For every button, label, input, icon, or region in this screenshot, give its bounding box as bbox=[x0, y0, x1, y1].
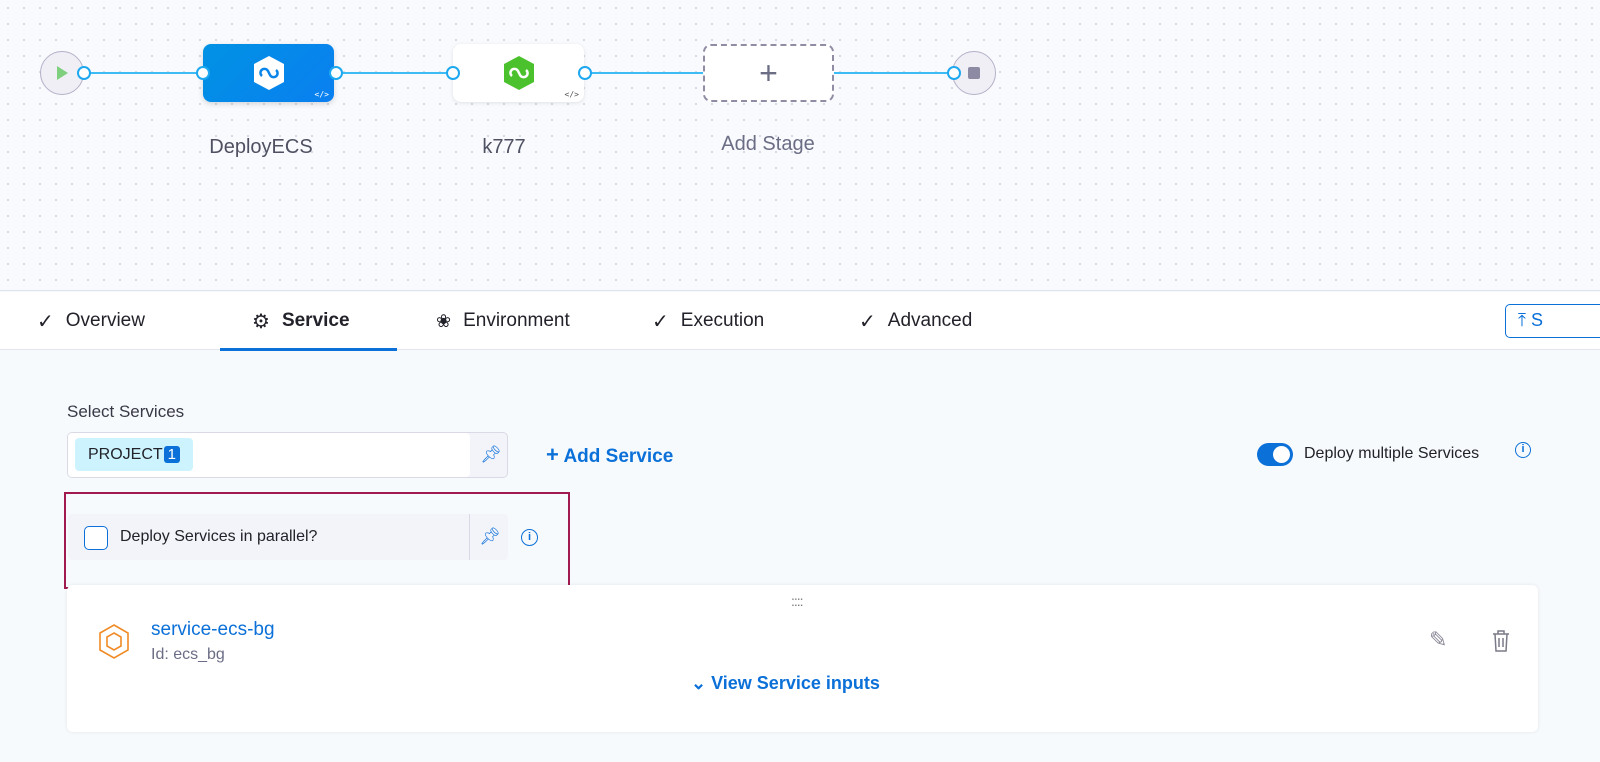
tab-execution[interactable]: ✓ Execution bbox=[652, 292, 764, 350]
button-label: Add Service bbox=[563, 446, 674, 467]
pin-icon[interactable]: 📌︎ bbox=[479, 527, 501, 546]
parallel-checkbox[interactable] bbox=[84, 526, 108, 550]
trash-icon[interactable] bbox=[1491, 629, 1511, 653]
tab-label: Overview bbox=[65, 310, 145, 331]
ecs-stage-icon bbox=[253, 56, 284, 90]
ecs-service-icon bbox=[99, 624, 129, 659]
info-icon[interactable]: i bbox=[521, 529, 538, 546]
add-service-button[interactable]: + Add Service bbox=[546, 442, 673, 468]
yaml-code-icon: </> bbox=[564, 90, 579, 99]
tab-label: Execution bbox=[680, 310, 765, 331]
parallel-label: Deploy Services in parallel? bbox=[120, 528, 318, 545]
add-stage-button[interactable]: + bbox=[703, 44, 834, 102]
port bbox=[578, 66, 592, 80]
deploy-multiple-label: Deploy multiple Services bbox=[1304, 445, 1480, 462]
edit-icon[interactable]: ✎ bbox=[1429, 627, 1448, 652]
check-icon: ✓ bbox=[859, 310, 876, 333]
button-label: S bbox=[1530, 310, 1543, 330]
yaml-code-icon: </> bbox=[314, 90, 329, 99]
plus-icon: + bbox=[759, 54, 778, 91]
upload-icon: ⤒ bbox=[1518, 310, 1526, 330]
stage-tabs: ✓ Overview ⚙ Service ❀ Environment ✓ Executi… bbox=[0, 292, 1600, 351]
service-card: :::: service-ecs-bg Id: ecs_bg ⌄ View Se… bbox=[67, 585, 1538, 732]
play-icon bbox=[57, 66, 68, 80]
services-multiselect[interactable]: PROJECT 1 📌︎ bbox=[67, 432, 508, 478]
deploy-multiple-toggle[interactable] bbox=[1257, 443, 1293, 466]
tab-service[interactable]: ⚙ Service bbox=[252, 292, 350, 350]
drag-handle-icon[interactable]: :::: bbox=[791, 593, 804, 609]
connector bbox=[834, 72, 954, 74]
tab-label: Advanced bbox=[887, 310, 973, 331]
scope-count-badge: 1 bbox=[163, 446, 181, 463]
stop-icon bbox=[968, 67, 980, 79]
stage-k777[interactable]: </> bbox=[453, 44, 584, 102]
stage-label: k777 bbox=[482, 136, 526, 158]
tab-label: Environment bbox=[463, 310, 570, 331]
pin-icon[interactable]: 📌︎ bbox=[480, 445, 502, 464]
tab-overview[interactable]: ✓ Overview bbox=[37, 292, 145, 350]
deploy-stage-icon bbox=[503, 56, 534, 90]
select-services-label: Select Services bbox=[67, 402, 185, 421]
service-name-link[interactable]: service-ecs-bg bbox=[151, 619, 275, 640]
info-icon[interactable]: i bbox=[1515, 442, 1531, 458]
service-id: Id: ecs_bg bbox=[151, 646, 225, 663]
scope-tag-label: PROJECT bbox=[88, 445, 163, 463]
pipeline-start-node[interactable] bbox=[40, 51, 84, 95]
plus-icon: + bbox=[546, 442, 559, 467]
tab-label: Service bbox=[281, 310, 350, 331]
environment-icon: ❀ bbox=[436, 310, 452, 331]
connector bbox=[336, 72, 454, 74]
port bbox=[329, 66, 343, 80]
port bbox=[77, 66, 91, 80]
check-icon: ✓ bbox=[652, 310, 669, 333]
button-label: View Service inputs bbox=[711, 673, 880, 693]
stage-label: DeployECS bbox=[209, 136, 313, 158]
scope-tag[interactable]: PROJECT 1 bbox=[75, 438, 194, 471]
tab-environment[interactable]: ❀ Environment bbox=[436, 292, 570, 350]
check-icon: ✓ bbox=[37, 310, 54, 333]
parallel-field: Deploy Services in parallel? 📌︎ bbox=[68, 514, 508, 560]
connector bbox=[84, 72, 204, 74]
gear-icon: ⚙ bbox=[252, 310, 270, 333]
pipeline-canvas: </> </> + DeployECS k777 Add Stage bbox=[0, 0, 1600, 291]
tab-advanced[interactable]: ✓ Advanced bbox=[859, 292, 972, 350]
port bbox=[947, 66, 961, 80]
port bbox=[196, 66, 210, 80]
view-service-inputs-button[interactable]: ⌄ View Service inputs bbox=[691, 673, 880, 694]
active-tab-indicator bbox=[220, 348, 397, 351]
add-stage-label: Add Stage bbox=[721, 133, 815, 155]
stage-deployecs[interactable]: </> bbox=[203, 44, 334, 102]
chevron-down-icon: ⌄ bbox=[691, 673, 707, 693]
save-as-template-button[interactable]: ⤒ S bbox=[1505, 304, 1600, 338]
port bbox=[446, 66, 460, 80]
connector bbox=[586, 72, 704, 74]
